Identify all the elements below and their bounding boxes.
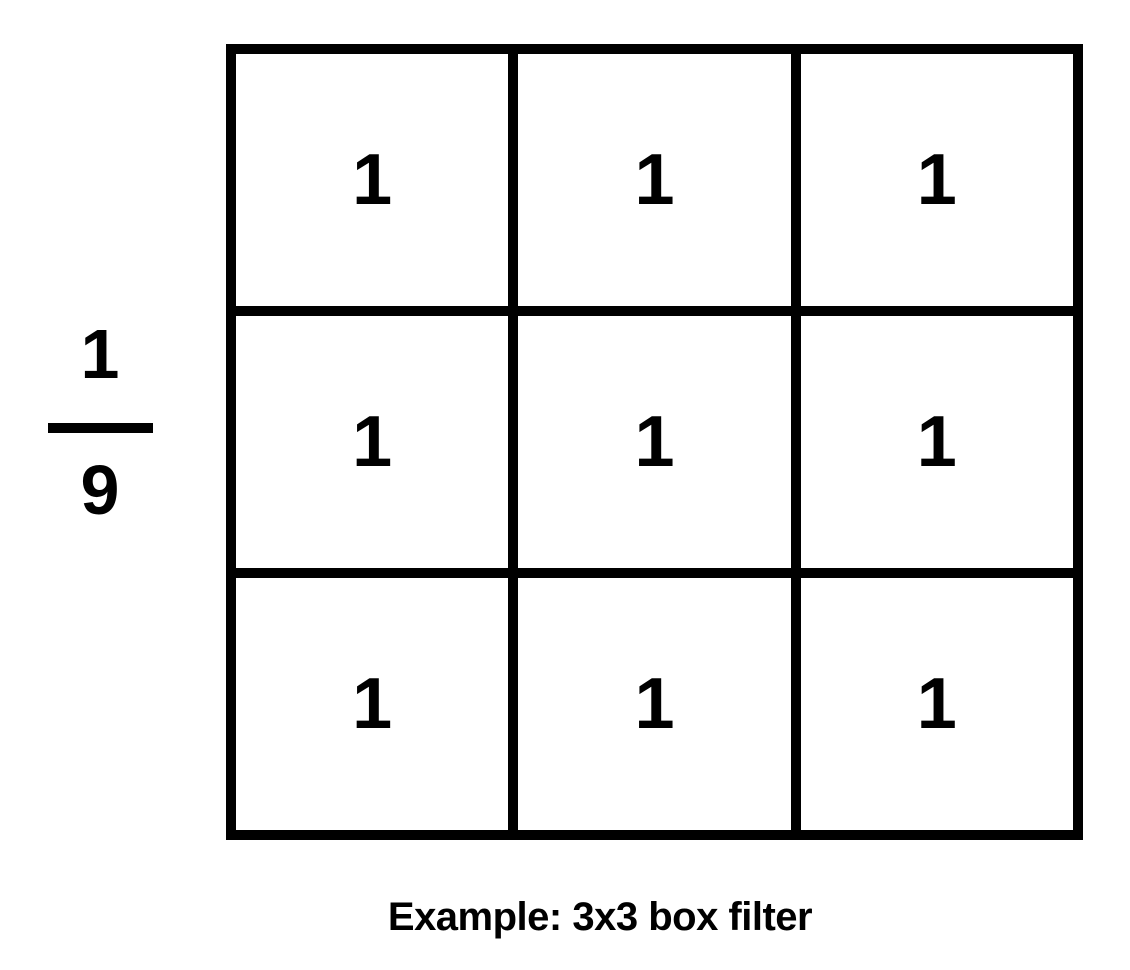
kernel-cell-r2c3: 1 [800,316,1073,568]
kernel-grid: 1 1 1 1 1 1 1 1 1 [226,44,1083,840]
kernel-cell-r1c2: 1 [518,54,791,306]
kernel-cell-r3c3: 1 [800,578,1073,830]
figure-caption: Example: 3x3 box filter [387,895,813,939]
kernel-scale-fraction: 1 9 [40,319,160,525]
kernel-cell-r2c1: 1 [236,316,509,568]
fraction-denominator: 9 [80,451,120,529]
kernel-cell-r3c2: 1 [518,578,791,830]
fraction-bar [47,423,153,433]
fraction-numerator: 1 [80,315,120,393]
kernel-cell-r2c2: 1 [518,316,791,568]
kernel-cell-r3c1: 1 [236,578,509,830]
kernel-cell-r1c1: 1 [236,54,509,306]
kernel-cell-r1c3: 1 [800,54,1073,306]
